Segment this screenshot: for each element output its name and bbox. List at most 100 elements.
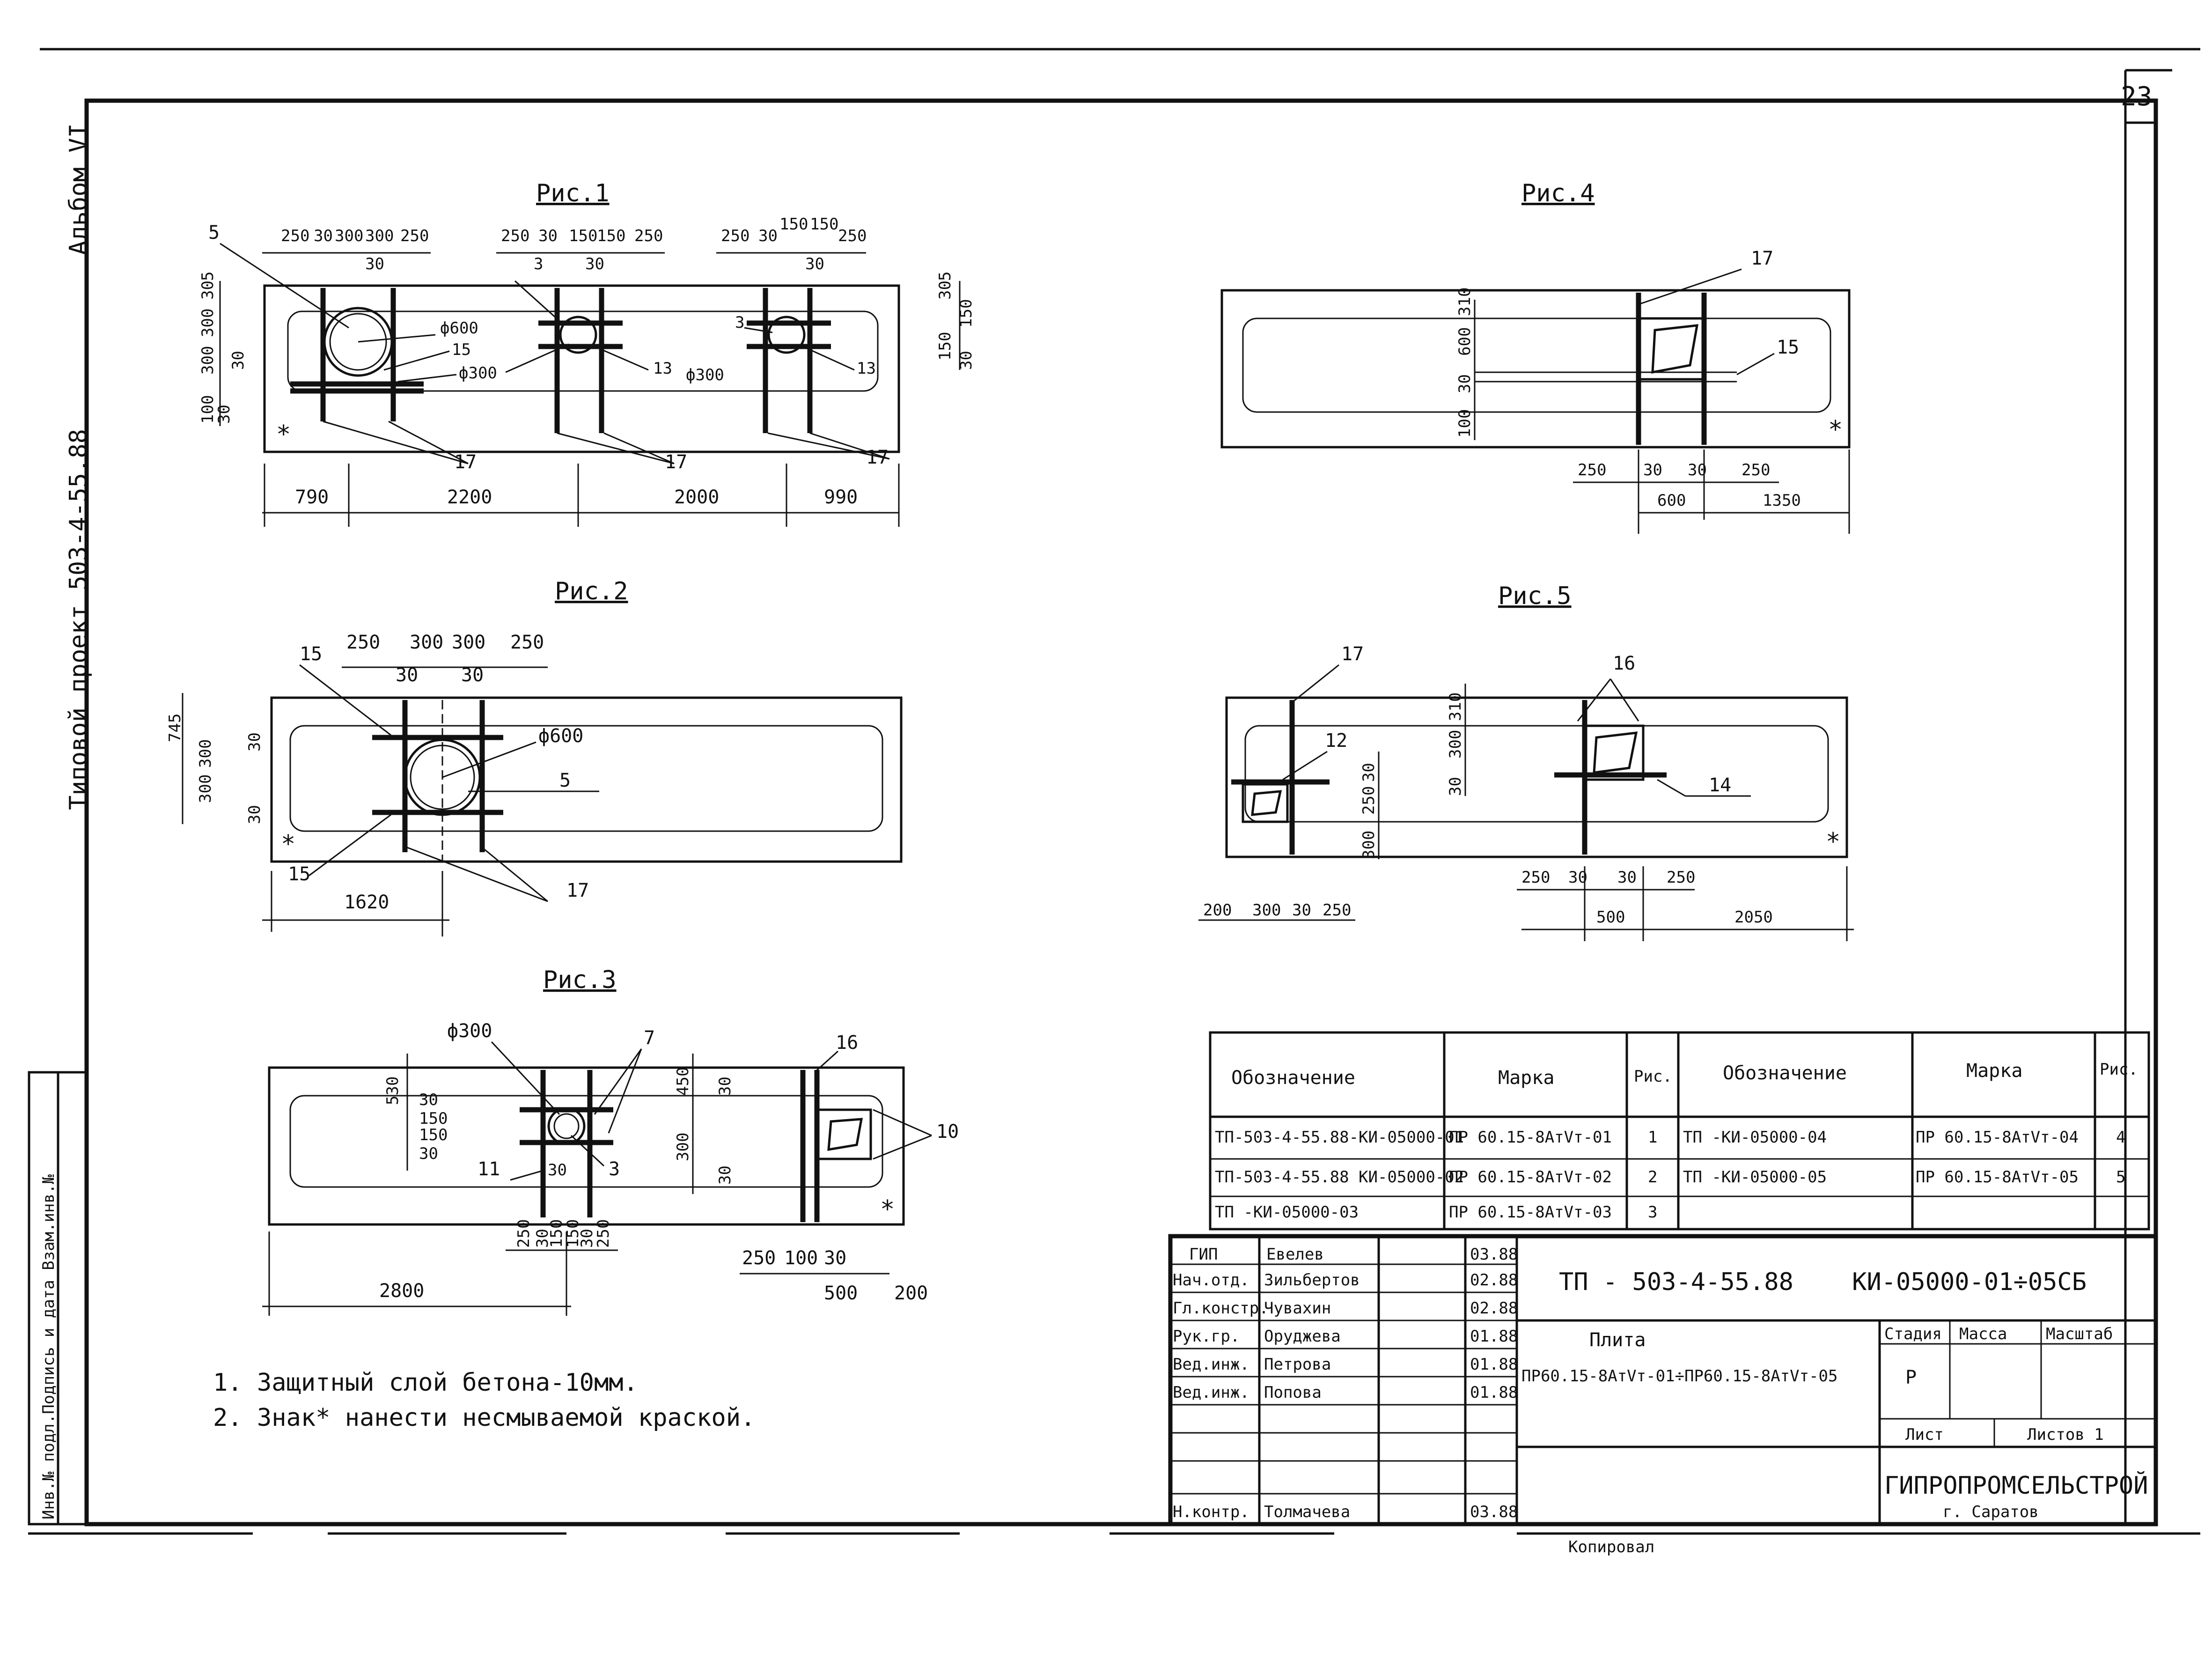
fig5-bot-a2: 30 (1292, 901, 1311, 920)
spec-header-0: Обозначение (1231, 1067, 1355, 1089)
fig2-left-1: 300 (196, 739, 215, 768)
fig3-callout-3: 3 (609, 1158, 620, 1180)
notes: 1. Защитный слой бетона-10мм. 2. Знак* н… (213, 1369, 755, 1432)
spec-r1-c2: 2 (1648, 1168, 1657, 1187)
fig1-left-5: 100 (198, 395, 217, 424)
fig2-top-4: 30 (396, 664, 418, 686)
fig5-title: Рис.5 (1498, 582, 1572, 610)
figure-5: Рис.5 17 16 12 14 310 300 30 30 250 300 … (1198, 582, 1854, 941)
figure-2: Рис.2 250 300 300 250 30 30 745 300 300 … (166, 577, 903, 936)
fig3-callout-7: 7 (644, 1027, 655, 1049)
fig1-left-2: 300 (198, 309, 217, 337)
fig2-top-3: 250 (510, 632, 544, 653)
spec-r1-c1: ПР 60.15-8АтVт-02 (1449, 1168, 1612, 1187)
fig3-slab (268, 1066, 905, 1226)
fig1-dim-a0: 250 (281, 227, 309, 245)
spec-r1-c3: ТП -КИ-05000-05 (1683, 1168, 1827, 1187)
fig4-left-2: 30 (1455, 374, 1474, 393)
spec-r2-c2: 3 (1648, 1203, 1657, 1222)
fig4-bot-3: 250 (1742, 461, 1770, 479)
fig2-top-2: 300 (452, 632, 485, 653)
fig3-bot-a0: 250 (514, 1219, 533, 1248)
project-label: Типовой проект 503-4-55.88 (65, 429, 93, 810)
staff-date-4: 01.88 (1470, 1355, 1518, 1374)
fig1-callout-3b: 3 (735, 313, 744, 332)
fig2-left-0: 745 (166, 714, 184, 742)
fig3-mark: * (880, 1195, 895, 1224)
fig1-right-3: 150 (936, 332, 955, 361)
fig4-bot-4: 600 (1657, 491, 1686, 510)
sheet-frame (28, 48, 2200, 1535)
fig1-hole-300a (559, 316, 597, 354)
fig1-dim-c5: 250 (838, 227, 867, 245)
fig1-left-1: 5 (198, 272, 217, 281)
fig2-bottom: 1620 (344, 892, 389, 913)
spec-header-3: Обозначение (1723, 1062, 1847, 1084)
fig3-bottom: 2800 (379, 1280, 424, 1302)
fig2-title: Рис.2 (555, 577, 628, 605)
fig1-dia-600: ф600 (440, 319, 478, 338)
fig1-callout-13b: 13 (857, 359, 876, 378)
fig1-callout-3a: 3 (534, 255, 543, 273)
fig5-callout-14: 14 (1709, 774, 1731, 796)
fig3-bot-b4: 200 (894, 1283, 928, 1304)
fig5-left-3: 30 (1360, 763, 1378, 782)
fig4-bot-5: 1350 (1763, 491, 1801, 510)
stage-label: Стадия (1884, 1325, 1942, 1343)
product-range: ПР60.15-8АтVт-01÷ПР60.15-8АтVт-05 (1521, 1367, 1838, 1386)
fig3-dia: ф300 (447, 1020, 492, 1042)
fig5-bot-a1: 300 (1252, 901, 1281, 920)
org-name: ГИПРОПРОМСЕЛЬСТРОЙ (1884, 1471, 2148, 1500)
fig1-dia-300b: ф300 (686, 366, 724, 384)
staff-date-2: 02.88 (1470, 1299, 1518, 1318)
fig4-slab (1220, 289, 1851, 449)
note-2: 2. Знак* нанести несмываемой краской. (213, 1404, 755, 1432)
fig3-title: Рис.3 (543, 966, 617, 994)
sheet-label: Лист (1905, 1425, 1944, 1444)
fig1-dim-b5: 30 (585, 255, 604, 273)
mass-label: Масса (1959, 1325, 2007, 1343)
spec-r0-c3: ТП -КИ-05000-04 (1683, 1128, 1827, 1147)
fig2-callout-5: 5 (559, 770, 571, 791)
fig3-callout-10: 10 (936, 1121, 959, 1143)
staff-role-1: Нач.отд. (1173, 1271, 1249, 1290)
fig1-dim-b4: 250 (634, 227, 663, 245)
fig3-right-1: 30 (716, 1077, 735, 1096)
fig2-left-4: 30 (245, 805, 264, 824)
staff-role-3: Рук.гр. (1173, 1327, 1240, 1346)
title-block: ГИП Евелев 03.88 Нач.отд. Зильбертов 02.… (1168, 1234, 2158, 1526)
scale-label: Масштаб (2046, 1325, 2113, 1343)
stage-value: Р (1905, 1367, 1917, 1388)
fig3-right-0: 450 (674, 1067, 692, 1096)
fig1-mark: * (276, 420, 291, 449)
fig1-inner (287, 310, 879, 392)
spec-r0-c1: ПР 60.15-8АтVт-01 (1449, 1128, 1612, 1147)
fig1-dim-a5: 30 (365, 255, 384, 273)
side-stamp-text: Инв.№ подл.Подпись и дата Взам.инв.№ (39, 1174, 58, 1519)
fig4-left-3: 100 (1455, 409, 1474, 438)
fig2-dia-600: ф600 (538, 725, 583, 747)
fig5-left-0: 310 (1446, 693, 1465, 721)
fig1-left-0: 30 (198, 280, 217, 300)
fig5-bot-a0: 200 (1203, 901, 1232, 920)
spec-r0-c4: ПР 60.15-8АтVт-04 (1916, 1128, 2079, 1147)
fig5-opening-a (1242, 783, 1289, 823)
fig1-bottom-3: 990 (824, 487, 858, 508)
fig1-dim-c2: 150 (779, 215, 808, 234)
figure-4: Рис.4 17 15 310 600 30 100 * 250 30 30 2… (1220, 179, 1851, 534)
figure-3: Рис.3 ф300 530 30 150 150 30 450 30 300 … (262, 966, 959, 1316)
fig2-callout-17: 17 (566, 880, 589, 901)
fig1-dim-c4: 30 (805, 255, 824, 273)
spec-r2-c1: ПР 60.15-8АтVт-03 (1449, 1203, 1612, 1222)
spec-header-5: Рис. (2100, 1060, 2138, 1079)
fig3-bot-b3: 500 (824, 1283, 858, 1304)
fig1-dim-a1: 30 (314, 227, 333, 245)
fig2-top-0: 250 (346, 632, 380, 653)
spec-r2-c0: ТП -КИ-05000-03 (1215, 1203, 1359, 1222)
page-number: 23 (2121, 81, 2152, 112)
fig2-callout-15b: 15 (288, 863, 310, 885)
staff-date-6: 03.88 (1470, 1503, 1518, 1521)
fig4-callout-15: 15 (1777, 337, 1799, 358)
fig5-bot-b4: 500 (1596, 908, 1625, 927)
